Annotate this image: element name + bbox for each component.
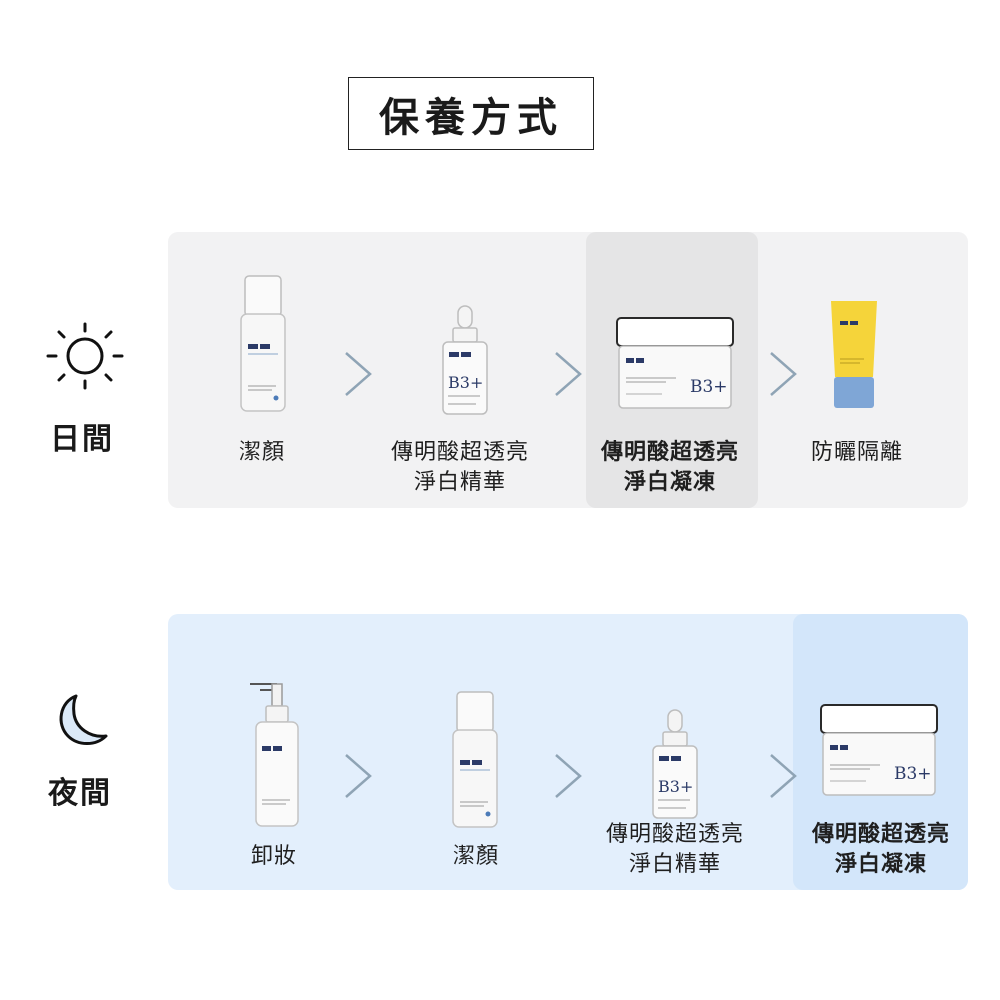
night-step-2-label: 潔顏 bbox=[452, 844, 499, 869]
foam-cleanser-bottle bbox=[240, 275, 286, 412]
moon-icon bbox=[59, 694, 108, 745]
pump-oil-bottle bbox=[250, 683, 299, 827]
day-step-3-label: 傳明酸超透亮淨白凝凍 bbox=[600, 440, 739, 495]
serum-dropper-bottle: B3+ bbox=[652, 709, 698, 819]
arrow-right-icon bbox=[555, 352, 582, 396]
sun-icon bbox=[46, 322, 124, 390]
arrow-right-icon bbox=[770, 352, 797, 396]
night-step-3-label: 傳明酸超透亮淨白精華 bbox=[605, 822, 744, 877]
night-step-1-label: 卸妝 bbox=[250, 844, 297, 869]
arrow-right-icon bbox=[555, 754, 582, 798]
arrow-right-icon bbox=[345, 754, 372, 798]
sunscreen-tube bbox=[831, 301, 877, 408]
gel-cream-jar: B3+ bbox=[820, 704, 938, 796]
svg-text:B3+: B3+ bbox=[690, 377, 728, 397]
foam-cleanser-bottle bbox=[452, 691, 498, 828]
night-label: 夜間 bbox=[48, 776, 112, 811]
day-step-2-label: 傳明酸超透亮淨白精華 bbox=[390, 440, 529, 495]
page-title: 保養方式 bbox=[348, 77, 594, 150]
day-label: 日間 bbox=[50, 422, 114, 457]
svg-text:B3+: B3+ bbox=[658, 777, 693, 796]
svg-text:B3+: B3+ bbox=[894, 764, 932, 784]
day-step-4-label: 防曬隔離 bbox=[810, 440, 903, 465]
arrow-right-icon bbox=[345, 352, 372, 396]
svg-text:B3+: B3+ bbox=[448, 373, 483, 392]
night-step-4-label: 傳明酸超透亮淨白凝凍 bbox=[811, 822, 950, 877]
day-step-1-label: 潔顏 bbox=[238, 440, 285, 465]
gel-cream-jar: B3+ bbox=[616, 317, 734, 409]
arrow-right-icon bbox=[770, 754, 797, 798]
serum-dropper-bottle: B3+ bbox=[442, 305, 488, 415]
